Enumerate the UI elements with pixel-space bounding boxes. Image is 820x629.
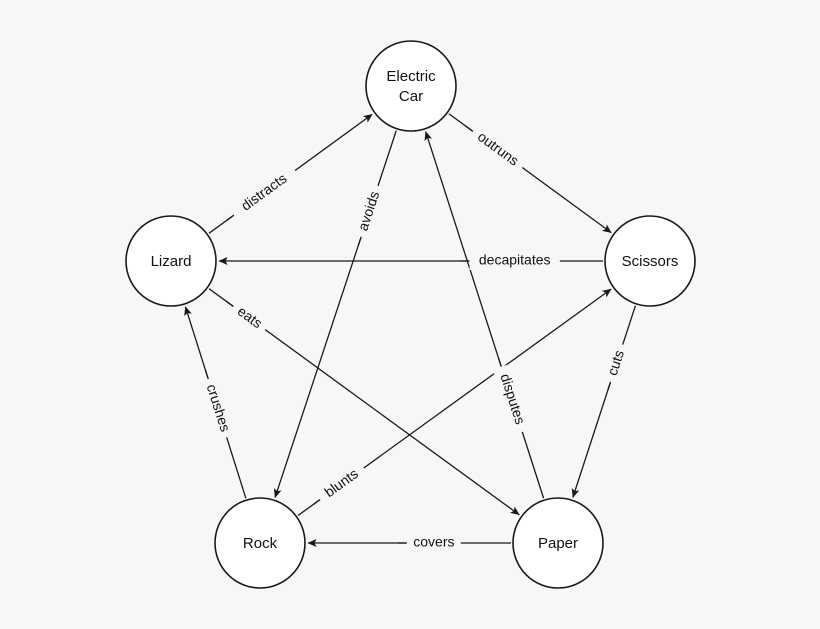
edge-label-tick — [465, 125, 473, 132]
edge-label-group-paper-disputes-electric-car: disputes — [492, 357, 531, 435]
node-label-rock: Rock — [243, 535, 278, 552]
edge-label-group-electric-car-outruns-scissors: outruns — [465, 124, 528, 175]
edge-label-backdrop — [228, 163, 301, 223]
node-label-scissors: Scissors — [622, 253, 679, 270]
edge-label-backdrop — [469, 252, 560, 270]
edge-label-tick — [225, 300, 234, 307]
node-rock[interactable]: Rock — [214, 497, 306, 589]
edge-label-scissors-decapitates-lizard: decapitates — [479, 252, 551, 268]
edge-labels-layer: distracts outruns decapitates crushes covers… — [199, 124, 632, 552]
edge-label-backdrop — [602, 341, 632, 385]
edge-label-backdrop — [406, 534, 461, 552]
edge-label-paper-covers-rock: covers — [413, 534, 454, 550]
edge-label-group-lizard-eats-paper: eats — [225, 299, 271, 337]
edge-label-paper-disputes-electric-car: disputes — [497, 372, 528, 427]
node-label-electric-car: Electric — [386, 68, 436, 85]
edge-label-backdrop — [492, 363, 531, 435]
edge-label-tick — [497, 357, 502, 366]
edge-label-group-electric-car-avoids-rock: avoids — [352, 182, 387, 246]
edge-label-backdrop — [314, 460, 369, 507]
node-paper[interactable]: Paper — [512, 497, 604, 589]
edge-label-scissors-cuts-paper: cuts — [604, 348, 627, 377]
edge-label-tick — [357, 237, 362, 246]
edge-label-group-rock-crushes-lizard: crushes — [199, 370, 236, 441]
node-label-lizard: Lizard — [151, 253, 192, 270]
edge-label-backdrop — [228, 299, 271, 337]
edge-label-group-lizard-distracts-electric-car: distracts — [226, 163, 301, 223]
edge-label-lizard-distracts-electric-car: distracts — [238, 170, 290, 214]
edge-label-group-paper-covers-rock: covers — [397, 534, 461, 552]
node-label-electric-car-line2: Car — [399, 88, 423, 105]
edge-label-backdrop — [199, 376, 236, 441]
edge-label-group-scissors-cuts-paper: cuts — [602, 341, 632, 391]
edge-electric-car-avoids-rock — [273, 130, 397, 498]
edge-scissors-cuts-paper — [571, 305, 637, 498]
edge-label-tick — [226, 215, 234, 221]
edge-label-tick — [312, 499, 320, 506]
node-lizard[interactable]: Lizard — [125, 215, 217, 307]
edge-label-backdrop — [467, 124, 528, 175]
edge-label-group-rock-blunts-scissors: blunts — [312, 460, 369, 507]
edge-label-tick — [607, 382, 611, 391]
edge-label-tick — [204, 370, 209, 379]
edge-label-group-scissors-decapitates-lizard: decapitates — [460, 252, 560, 270]
node-circle-scissors[interactable] — [604, 215, 696, 307]
node-scissors[interactable]: Scissors — [604, 215, 696, 307]
node-label-paper: Paper — [538, 535, 578, 552]
edge-paper-disputes-electric-car — [424, 131, 545, 499]
node-circle-electric-car[interactable] — [365, 40, 457, 132]
node-circle-rock[interactable] — [214, 497, 306, 589]
edge-label-backdrop — [352, 182, 387, 240]
node-circle-lizard[interactable] — [125, 215, 217, 307]
node-circle-paper[interactable] — [512, 497, 604, 589]
